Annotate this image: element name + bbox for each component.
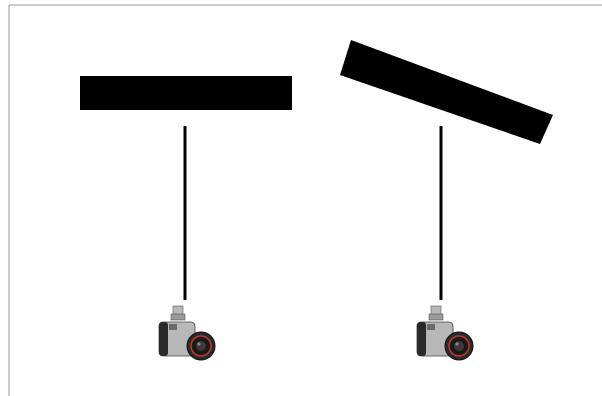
frame (9, 5, 602, 396)
left-panel (80, 76, 292, 360)
target-rectangle-flat (80, 76, 292, 110)
target-rectangle-tilted (340, 40, 553, 144)
camera-icon (417, 306, 473, 360)
camera-icon (159, 306, 215, 360)
right-panel (340, 40, 553, 360)
